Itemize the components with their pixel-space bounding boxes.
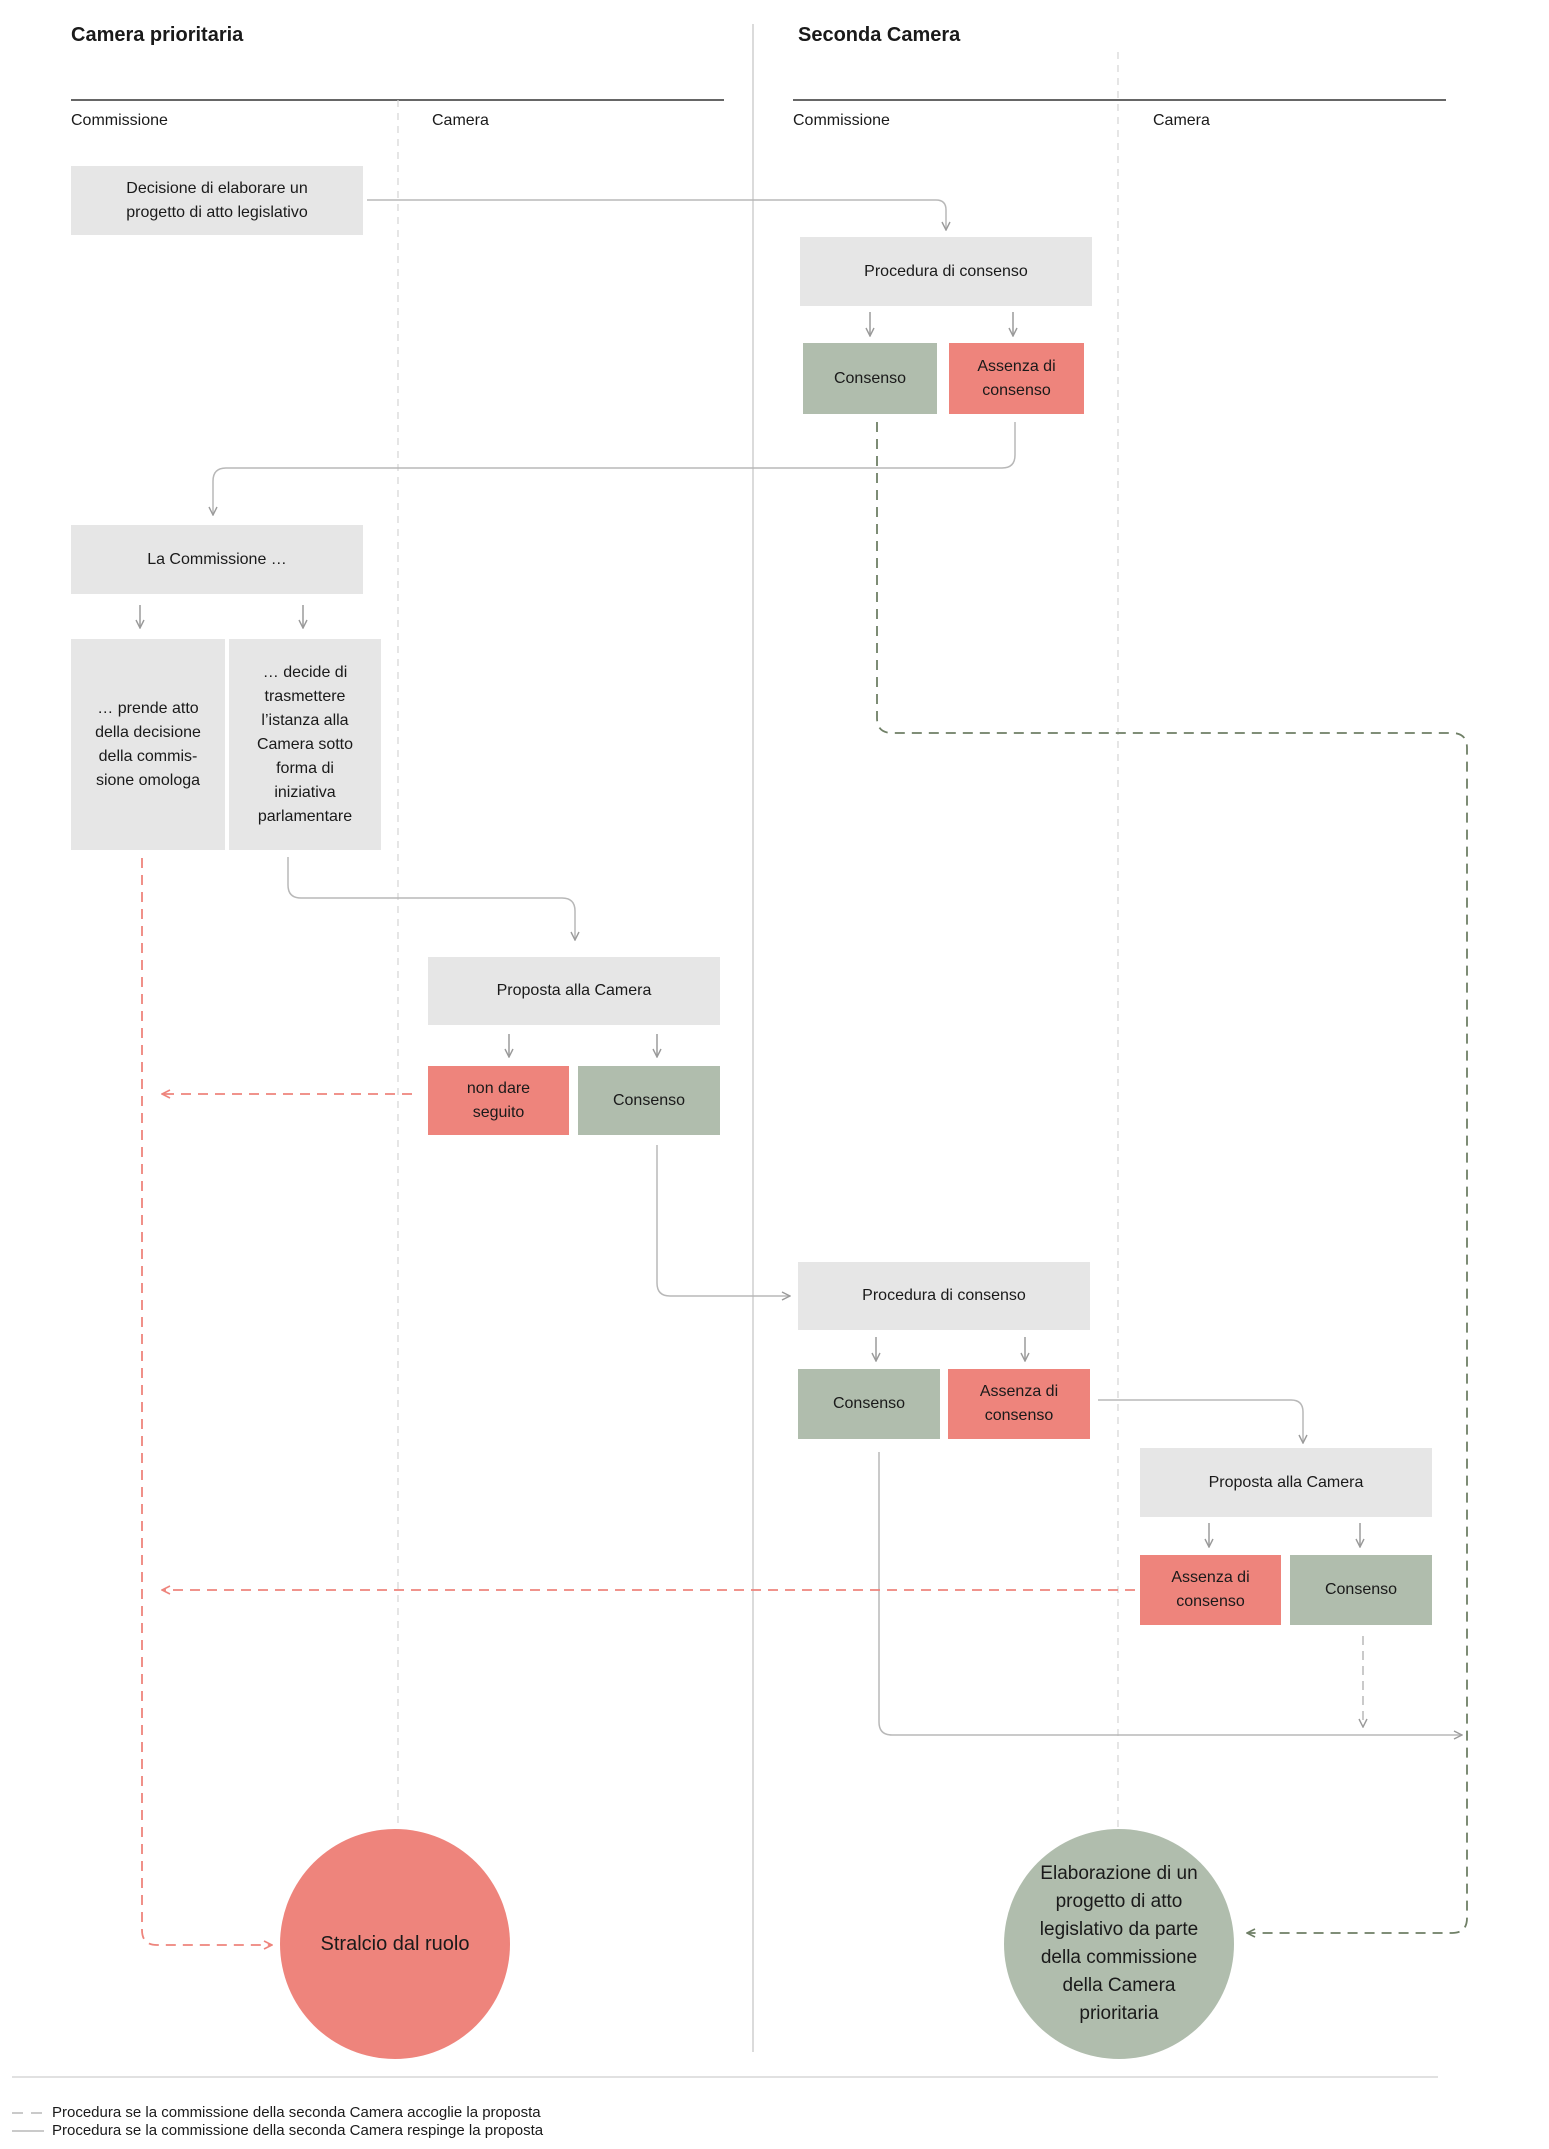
column-label-camera-right: Camera bbox=[1153, 112, 1210, 129]
box-non-dare-seguito: non dare seguito bbox=[428, 1066, 569, 1135]
header-seconda-camera: Seconda Camera bbox=[798, 24, 961, 46]
column-label-camera-left: Camera bbox=[432, 112, 489, 129]
box-assenza-consenso-3: Assenza di consenso bbox=[1140, 1555, 1281, 1625]
legend-dashed: Procedura se la commissione della second… bbox=[52, 2104, 541, 2121]
box-procedura-consenso-2: Procedura di consenso bbox=[798, 1262, 1090, 1330]
box-decide-trasmettere: … decide di trasmettere l’istanza alla C… bbox=[229, 639, 381, 850]
circle-stralcio: Stralcio dal ruolo bbox=[280, 1829, 510, 2059]
box-prende-atto: … prende atto della decisione della comm… bbox=[71, 639, 225, 850]
box-decisione: Decisione di elaborare un progetto di at… bbox=[71, 166, 363, 235]
box-assenza-consenso-1: Assenza di consenso bbox=[949, 343, 1084, 414]
legend-solid: Procedura se la commissione della second… bbox=[52, 2122, 544, 2139]
box-consenso-1: Consenso bbox=[803, 343, 937, 414]
box-consenso-camera-2: Consenso bbox=[1290, 1555, 1432, 1625]
box-la-commissione: La Commissione … bbox=[71, 525, 363, 594]
box-consenso-camera-1: Consenso bbox=[578, 1066, 720, 1135]
column-label-commissione-left: Commissione bbox=[71, 112, 168, 129]
box-assenza-consenso-2: Assenza di consenso bbox=[948, 1369, 1090, 1439]
box-proposta-camera-2: Proposta alla Camera bbox=[1140, 1448, 1432, 1517]
box-proposta-camera-1: Proposta alla Camera bbox=[428, 957, 720, 1025]
box-procedura-consenso-1: Procedura di consenso bbox=[800, 237, 1092, 306]
column-label-commissione-right: Commissione bbox=[793, 112, 890, 129]
box-consenso-2: Consenso bbox=[798, 1369, 940, 1439]
circle-elaborazione: Elaborazione di un progetto di atto legi… bbox=[1004, 1829, 1234, 2059]
header-camera-prioritaria: Camera prioritaria bbox=[71, 24, 244, 46]
